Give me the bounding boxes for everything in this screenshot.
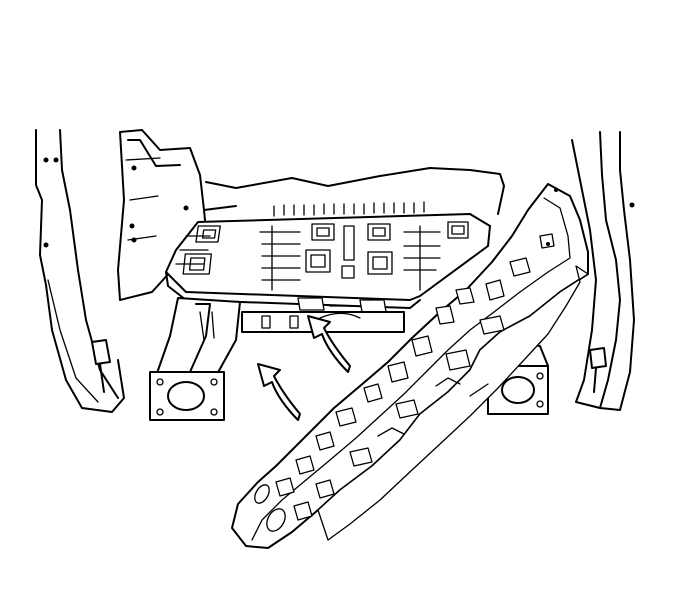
right-door-pillar	[571, 131, 635, 411]
left-latch-clip	[91, 339, 111, 365]
rear-seat-back-outline	[203, 167, 505, 215]
arrow-curved-up-left-icon	[307, 315, 351, 373]
arrow-curved-up-left-icon	[257, 363, 301, 421]
seat-back-frame	[231, 183, 589, 549]
seat-cushion-frame	[165, 201, 491, 313]
right-latch-clip	[589, 347, 607, 369]
left-door-pillar	[35, 129, 125, 413]
seat-track-left	[149, 297, 241, 421]
